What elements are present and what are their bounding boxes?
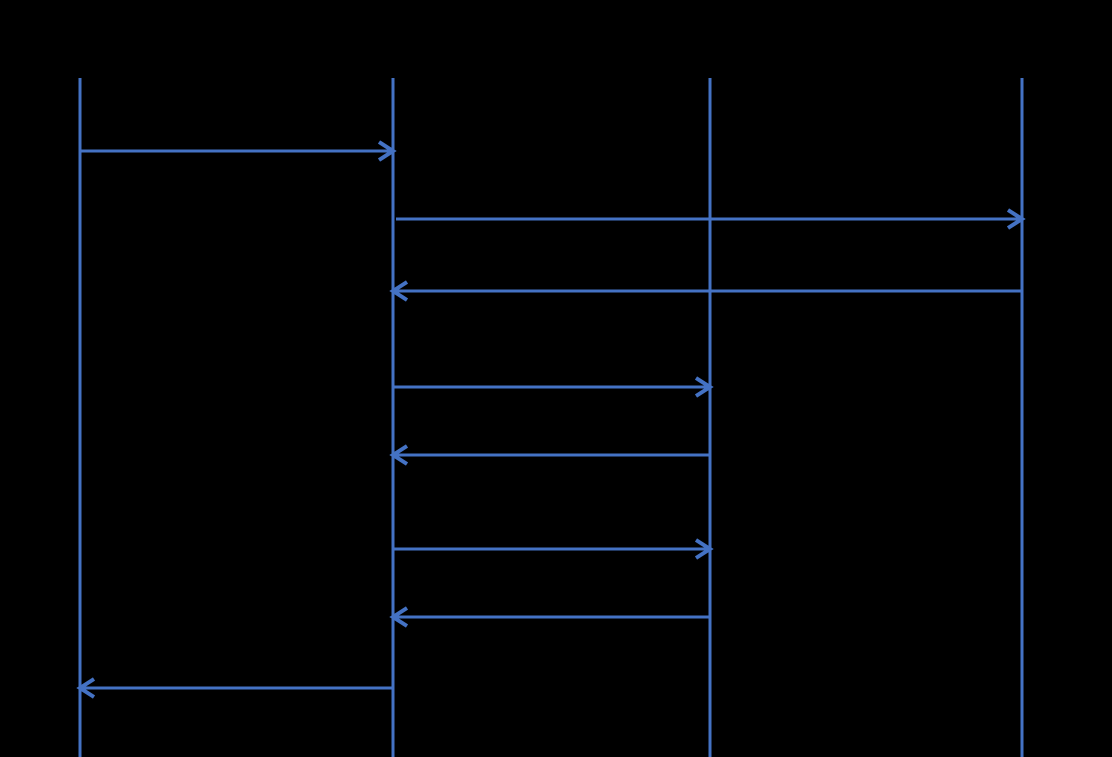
message-6-arrowhead-icon: [694, 538, 714, 560]
message-4-arrowhead-icon: [694, 376, 714, 398]
message-2-arrowhead-icon: [1006, 208, 1026, 230]
message-8-arrowhead-icon: [76, 677, 96, 699]
message-3-arrowhead-icon: [389, 280, 409, 302]
message-7-arrowhead-icon: [389, 606, 409, 628]
message-5-arrowhead-icon: [389, 444, 409, 466]
message-1-arrowhead-icon: [377, 140, 397, 162]
